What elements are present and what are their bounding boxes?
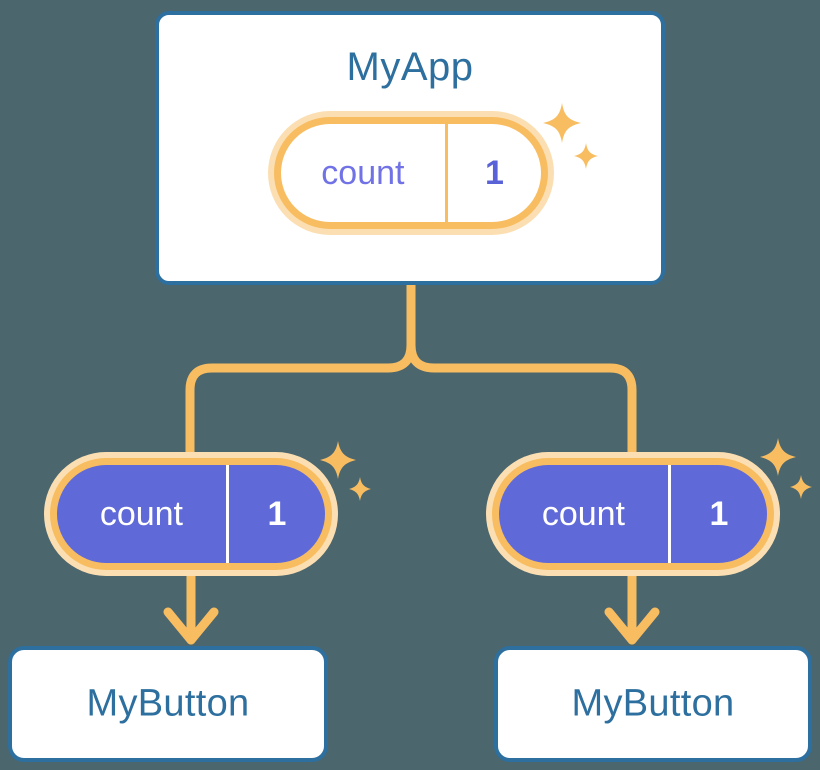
state-pill-child-2: count 1 xyxy=(486,452,780,576)
sparkle-large-icon xyxy=(320,441,356,479)
state-value-cell: 1 xyxy=(671,465,767,563)
state-pill-ring: count 1 xyxy=(274,117,548,229)
sparkle-small-icon xyxy=(790,475,812,499)
state-value-cell: 1 xyxy=(448,124,541,222)
mybutton-label: MyButton xyxy=(571,682,735,725)
mybutton-label: MyButton xyxy=(86,682,250,725)
state-key-cell: count xyxy=(499,465,668,563)
state-key-label: count xyxy=(321,153,405,192)
state-value-label: 1 xyxy=(267,494,287,533)
sparkle-large-icon xyxy=(760,438,796,476)
state-divider xyxy=(667,465,671,563)
state-divider xyxy=(225,465,229,563)
state-key-label: count xyxy=(541,494,625,533)
state-pill-body: count 1 xyxy=(57,465,325,563)
state-pill-ring: count 1 xyxy=(492,458,774,570)
state-pill-ring: count 1 xyxy=(50,458,332,570)
connector-branch-left xyxy=(185,340,416,457)
state-value-label: 1 xyxy=(709,494,729,533)
state-value-label: 1 xyxy=(484,153,504,192)
mybutton-card-1: MyButton xyxy=(8,646,328,762)
state-pill-body: count 1 xyxy=(281,124,541,222)
state-pill-myapp: count 1 xyxy=(268,111,554,235)
connector-branch-right xyxy=(406,340,637,457)
state-value-cell: 1 xyxy=(229,465,325,563)
state-pill-child-1: count 1 xyxy=(44,452,338,576)
state-key-cell: count xyxy=(281,124,445,222)
state-divider xyxy=(444,124,448,222)
state-key-label: count xyxy=(99,494,183,533)
arrow-head-right xyxy=(604,607,660,645)
state-pill-body: count 1 xyxy=(499,465,767,563)
sparkle-small-icon xyxy=(349,477,371,501)
mybutton-card-2: MyButton xyxy=(494,646,812,762)
arrow-head-left xyxy=(163,607,219,645)
state-key-cell: count xyxy=(57,465,226,563)
page-title: MyApp xyxy=(346,45,474,89)
